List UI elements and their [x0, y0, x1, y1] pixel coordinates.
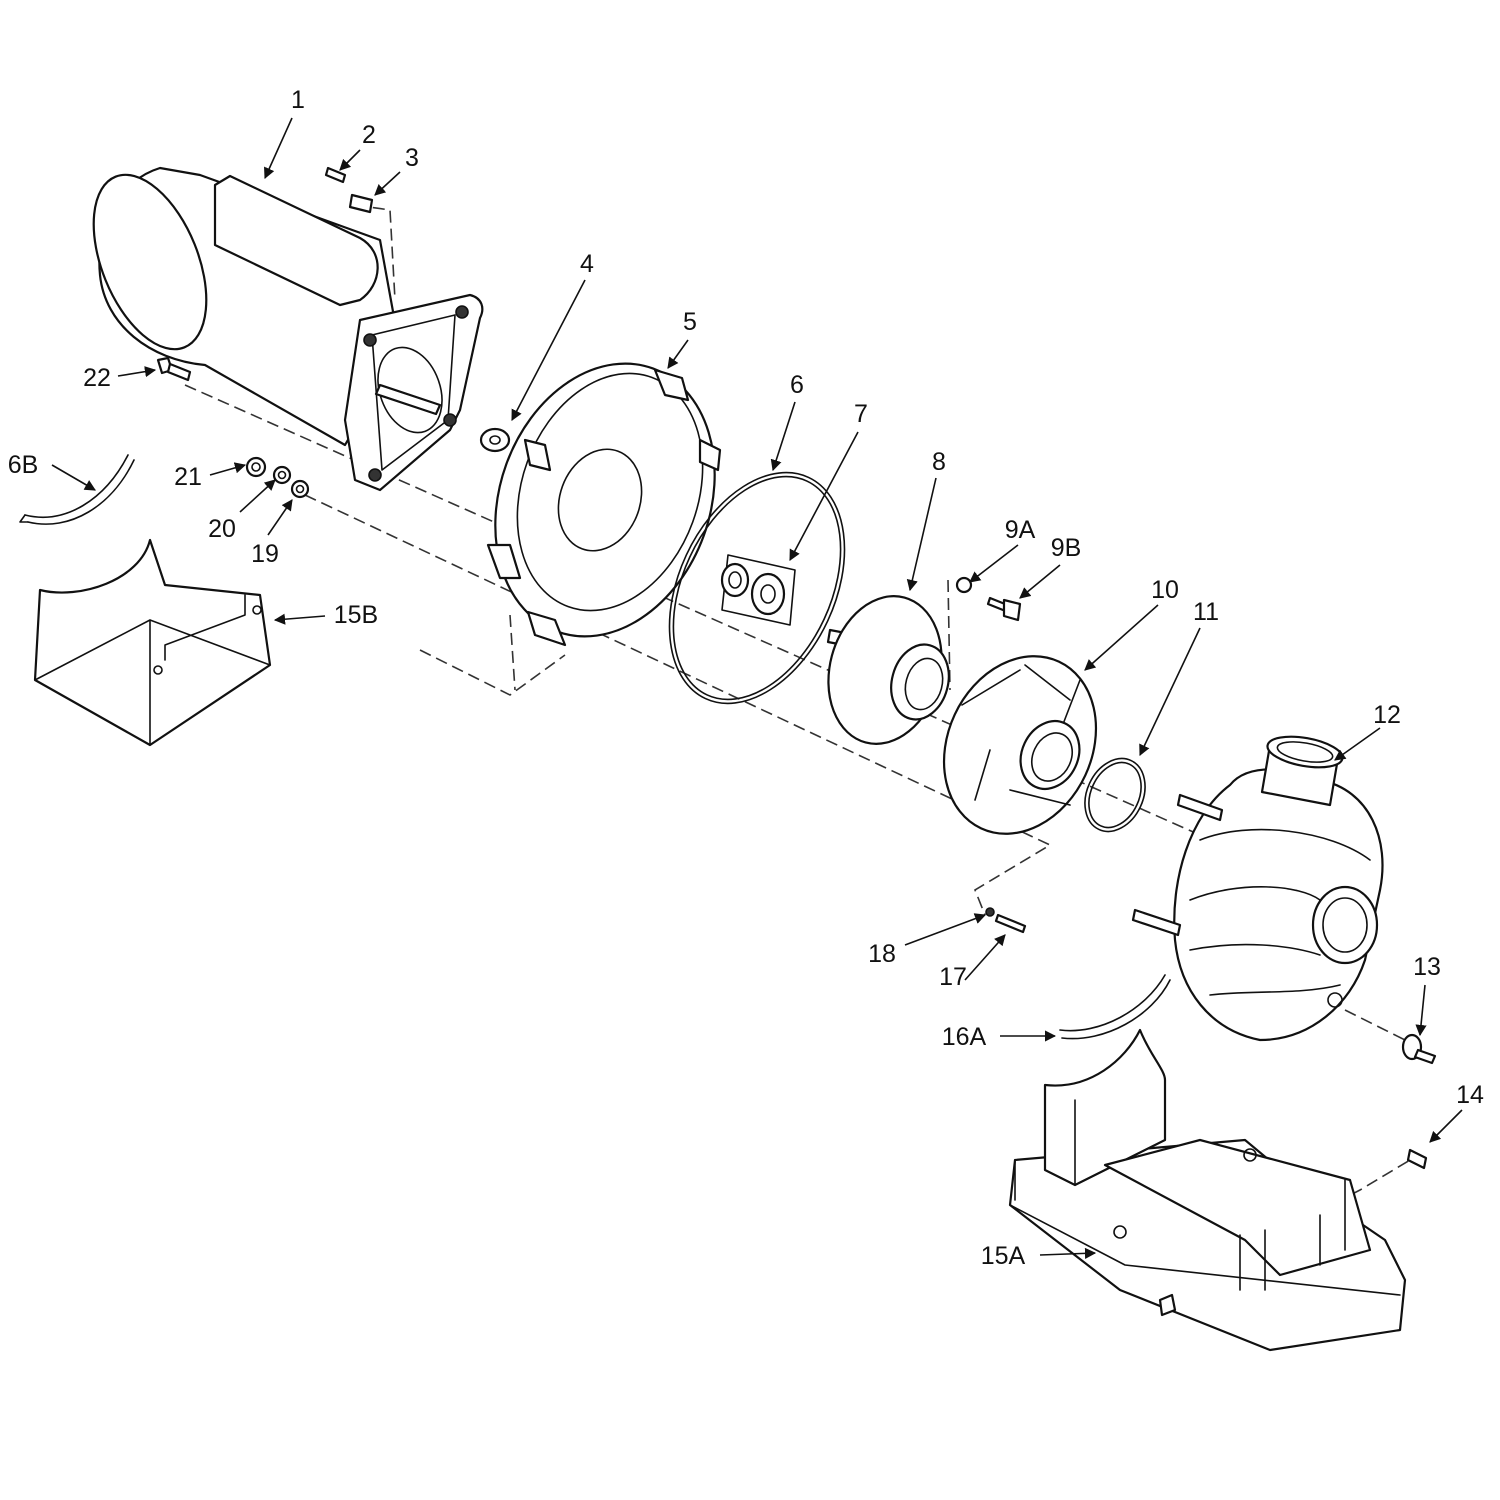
callout-9b: 9B [1051, 534, 1082, 562]
callout-labels: 1 2 3 4 5 6 7 8 9A 9B 10 11 12 13 14 15A… [8, 86, 1484, 1270]
callout-19: 19 [251, 540, 279, 568]
screw-9b [986, 596, 1022, 622]
callout-11: 11 [1193, 598, 1219, 626]
callout-14: 14 [1456, 1081, 1484, 1109]
o-ring-11 [1084, 757, 1146, 833]
washer-9a [955, 576, 973, 594]
callout-8: 8 [932, 448, 946, 476]
callout-1: 1 [291, 86, 305, 114]
callout-21: 21 [174, 463, 202, 491]
bolt-22 [156, 356, 192, 382]
pump-housing-12 [1131, 735, 1384, 1042]
motor [92, 166, 484, 492]
callout-3: 3 [405, 144, 419, 172]
callout-7: 7 [854, 400, 868, 428]
clip-3 [348, 193, 374, 214]
base-15a [1008, 1028, 1407, 1352]
seal-plate-5 [486, 362, 722, 647]
callout-6: 6 [790, 371, 804, 399]
screw-17 [994, 913, 1027, 934]
callout-16a: 16A [942, 1023, 987, 1051]
callout-5: 5 [683, 308, 697, 336]
callout-6b: 6B [8, 451, 39, 479]
strap-16a [1059, 974, 1171, 1040]
callout-22: 22 [83, 364, 111, 392]
callout-10: 10 [1151, 576, 1179, 604]
washer-18 [985, 907, 995, 917]
nut-21 [245, 456, 267, 478]
callout-13: 13 [1413, 953, 1441, 981]
callout-17: 17 [939, 963, 967, 991]
shaft-seal-7 [720, 554, 796, 626]
leader-lines [51, 117, 1463, 1259]
callout-15b: 15B [334, 601, 378, 629]
o-ring-6 [668, 471, 846, 705]
callout-20: 20 [208, 515, 236, 543]
callout-12: 12 [1373, 701, 1401, 729]
callout-4: 4 [580, 250, 594, 278]
callout-15a: 15A [981, 1242, 1026, 1270]
screw-14 [1406, 1148, 1428, 1170]
washer-20 [272, 465, 292, 485]
callout-9a: 9A [1005, 516, 1036, 544]
callout-2: 2 [362, 121, 376, 149]
washer-19 [290, 479, 310, 499]
base-bracket-15b [33, 538, 272, 747]
diffuser-10 [942, 655, 1098, 835]
strap-6b [19, 454, 135, 525]
screw-2 [324, 166, 347, 184]
washer-4 [479, 427, 511, 453]
callout-18: 18 [868, 940, 896, 968]
drain-plug-13 [1401, 1033, 1437, 1065]
impeller-8 [826, 595, 950, 745]
